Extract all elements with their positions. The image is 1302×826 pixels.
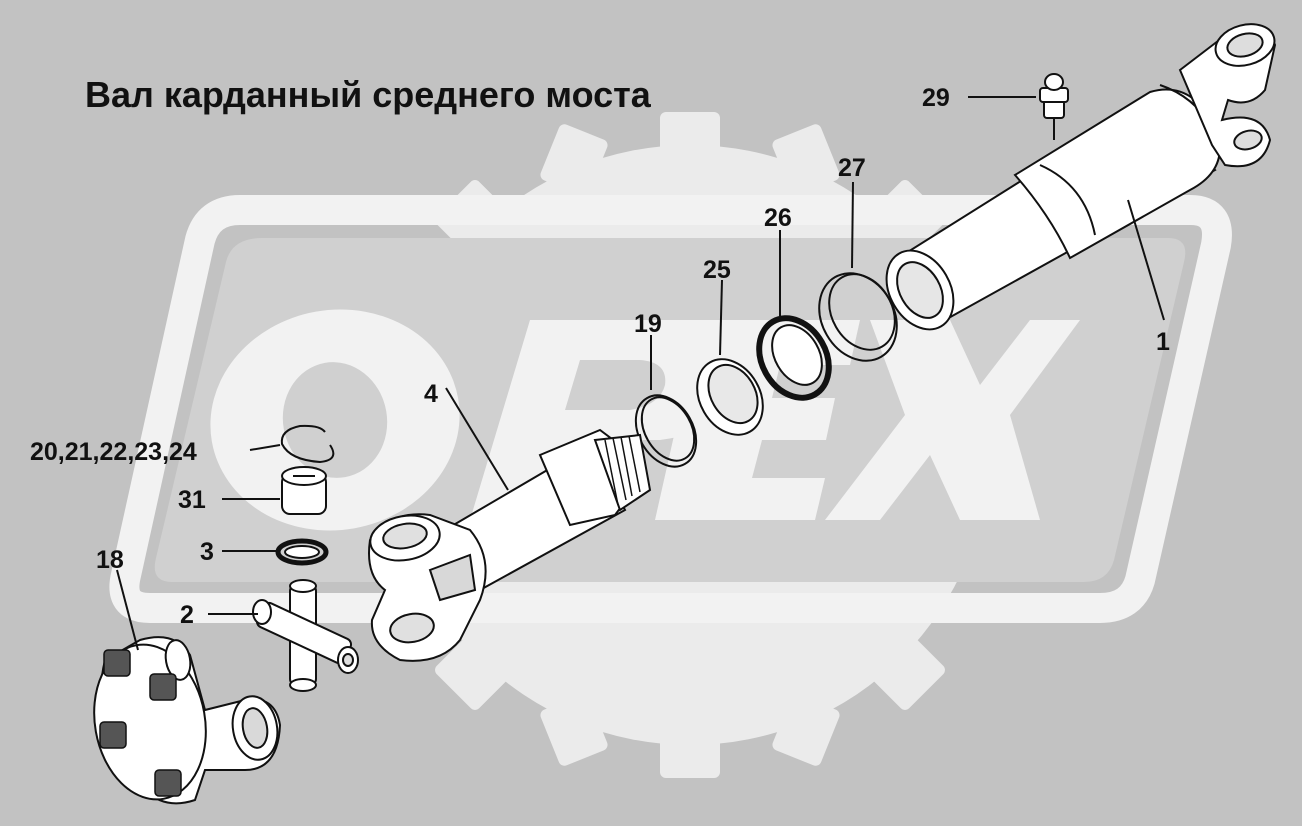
part-20-snap-ring bbox=[280, 424, 335, 464]
callout-label-29: 29 bbox=[922, 84, 950, 112]
part-25-ring bbox=[696, 358, 764, 436]
part-2-cross bbox=[252, 579, 359, 692]
part-1-tube-yoke bbox=[885, 23, 1277, 331]
callout-label-4: 4 bbox=[424, 380, 438, 408]
callout-label-31: 31 bbox=[178, 486, 206, 514]
leader-lines bbox=[116, 96, 1165, 651]
callout-label-20: 20,21,22,23,24 bbox=[30, 438, 197, 466]
callout-label-27: 27 bbox=[838, 154, 866, 182]
part-4-splined-yoke bbox=[368, 428, 652, 662]
diagram-title: Вал карданный среднего моста bbox=[85, 74, 651, 115]
part-3-seal bbox=[275, 538, 329, 566]
callout-label-19: 19 bbox=[634, 310, 662, 338]
part-29-grease-nipple bbox=[1039, 73, 1069, 140]
watermark-oval-o-hole bbox=[282, 362, 388, 478]
callout-label-1: 1 bbox=[1156, 328, 1170, 356]
frame-watermark bbox=[109, 195, 1232, 623]
watermark bbox=[109, 112, 1232, 778]
watermark-letter-x bbox=[825, 320, 1080, 520]
part-31-bearing-cup bbox=[281, 466, 327, 515]
watermark-letter-p bbox=[470, 320, 748, 520]
part-18-flange-yoke bbox=[93, 636, 282, 805]
callout-label-26: 26 bbox=[764, 204, 792, 232]
callout-label-25: 25 bbox=[703, 256, 731, 284]
callout-label-18: 18 bbox=[96, 546, 124, 574]
part-26-ring bbox=[756, 315, 832, 401]
callout-label-2: 2 bbox=[180, 601, 194, 629]
callout-labels: 1 2 3 4 18 19 20,21,22,23,24 25 26 27 29… bbox=[30, 84, 1170, 629]
callout-label-3: 3 bbox=[200, 538, 214, 566]
part-27-ring bbox=[818, 272, 898, 362]
